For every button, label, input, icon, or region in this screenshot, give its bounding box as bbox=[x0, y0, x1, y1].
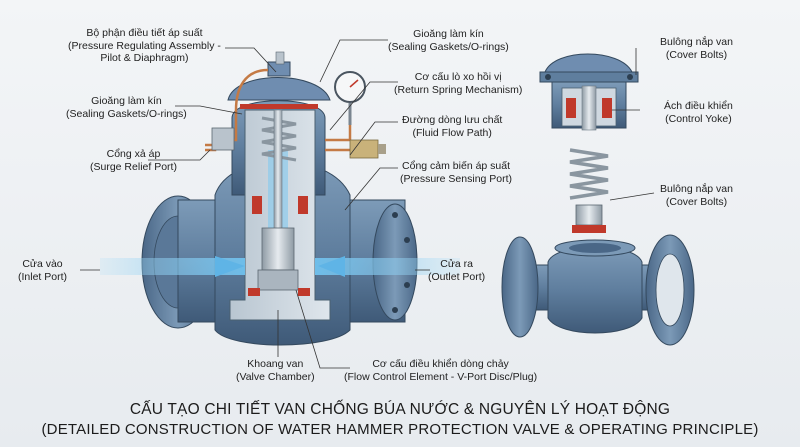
label-control-yoke: Ách điều khiển (Control Yoke) bbox=[664, 100, 733, 125]
label-flow-control-en: (Flow Control Element - V-Port Disc/Plug… bbox=[344, 370, 538, 383]
label-outlet-en: (Outlet Port) bbox=[428, 270, 486, 283]
label-fluid-flow: Đường dòng lưu chất (Fluid Flow Path) bbox=[402, 114, 502, 139]
label-pressure-assembly-vi: Bộ phận điều tiết áp suất bbox=[86, 27, 203, 39]
label-inlet: Cửa vào (Inlet Port) bbox=[18, 258, 67, 283]
label-valve-chamber: Khoang van (Valve Chamber) bbox=[236, 358, 315, 383]
label-pressure-sensing-en: (Pressure Sensing Port) bbox=[400, 172, 513, 185]
label-surge-relief-en: (Surge Relief Port) bbox=[90, 160, 177, 173]
label-control-yoke-vi: Ách điều khiển bbox=[664, 100, 733, 112]
label-pressure-sensing-vi: Cổng cảm biến áp suất bbox=[402, 160, 511, 172]
diagram-title: CẤU TẠO CHI TIẾT VAN CHỐNG BÚA NƯỚC & NG… bbox=[129, 401, 671, 418]
label-cover-bolts-bottom-en: (Cover Bolts) bbox=[665, 195, 728, 208]
label-surge-relief-vi: Cổng xả áp bbox=[106, 148, 161, 160]
exploded-view bbox=[501, 53, 695, 346]
exploded-spring bbox=[569, 148, 609, 200]
label-cover-bolts-top-vi: Bulông nắp van bbox=[660, 36, 733, 48]
label-surge-relief: Cổng xả áp (Surge Relief Port) bbox=[90, 148, 177, 173]
label-sealing-left: Gioăng làm kín (Sealing Gaskets/O-rings) bbox=[66, 95, 187, 120]
label-cover-bolts-bottom: Bulông nắp van (Cover Bolts) bbox=[660, 183, 733, 208]
label-flow-control: Cơ cấu điều khiển dòng chảy (Flow Contro… bbox=[344, 358, 537, 383]
label-inlet-en: (Inlet Port) bbox=[18, 270, 68, 283]
label-control-yoke-en: (Control Yoke) bbox=[665, 112, 732, 125]
label-return-spring-vi: Cơ cấu lò xo hồi vị bbox=[414, 71, 502, 83]
label-cover-bolts-top: Bulông nắp van (Cover Bolts) bbox=[660, 36, 733, 61]
label-pressure-sensing: Cổng cảm biến áp suất (Pressure Sensing … bbox=[400, 160, 512, 185]
label-sealing-left-en: (Sealing Gaskets/O-rings) bbox=[66, 107, 187, 120]
label-pressure-assembly: Bộ phận điều tiết áp suất (Pressure Regu… bbox=[68, 27, 221, 65]
diagram-subtitle: (DETAILED CONSTRUCTION OF WATER HAMMER P… bbox=[41, 421, 759, 438]
label-return-spring-en: (Return Spring Mechanism) bbox=[394, 83, 523, 96]
label-pressure-assembly-en: (Pressure Regulating Assembly - bbox=[68, 39, 221, 52]
label-sealing-left-vi: Gioăng làm kín bbox=[91, 95, 162, 107]
label-cover-bolts-top-en: (Cover Bolts) bbox=[665, 48, 728, 61]
label-inlet-vi: Cửa vào bbox=[22, 258, 63, 270]
label-fluid-flow-en: (Fluid Flow Path) bbox=[412, 126, 492, 139]
label-valve-chamber-en: (Valve Chamber) bbox=[236, 370, 315, 383]
main-valve bbox=[100, 51, 460, 346]
leader-lines bbox=[80, 39, 655, 369]
label-outlet: Cửa ra (Outlet Port) bbox=[428, 258, 485, 283]
v-port-plug bbox=[261, 227, 295, 271]
label-return-spring: Cơ cấu lò xo hồi vị (Return Spring Mecha… bbox=[394, 71, 522, 96]
label-sealing-top: Gioăng làm kín (Sealing Gaskets/O-rings) bbox=[388, 28, 509, 53]
label-outlet-vi: Cửa ra bbox=[440, 258, 473, 270]
label-flow-control-vi: Cơ cấu điều khiển dòng chảy bbox=[372, 358, 509, 370]
label-fluid-flow-vi: Đường dòng lưu chất bbox=[402, 114, 503, 126]
label-sealing-top-vi: Gioăng làm kín bbox=[413, 28, 484, 40]
label-sealing-top-en: (Sealing Gaskets/O-rings) bbox=[388, 40, 509, 53]
label-pressure-assembly-en2: Pilot & Diaphragm) bbox=[100, 52, 189, 64]
label-cover-bolts-bottom-vi: Bulông nắp van bbox=[660, 183, 733, 195]
label-valve-chamber-vi: Khoang van bbox=[247, 358, 304, 370]
